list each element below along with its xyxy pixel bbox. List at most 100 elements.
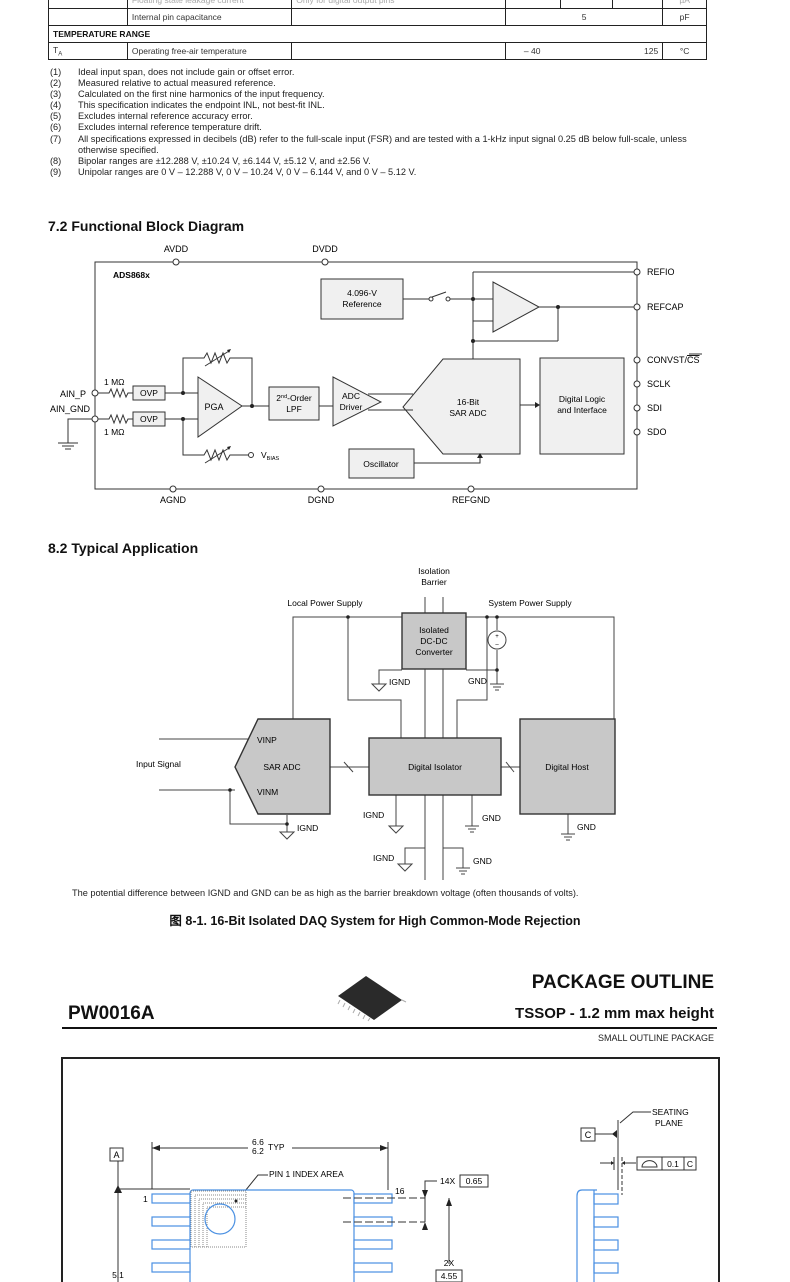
digital-logic-block — [539, 357, 625, 455]
table-row: Floating state leakage current Only for … — [48, 0, 707, 9]
note-item: (2)Measured relative to actual measured … — [50, 78, 710, 89]
dcdc-label-2: DC-DC — [420, 636, 447, 646]
device-boundary — [94, 261, 638, 490]
typ-cell: 5 — [504, 8, 664, 26]
sar-adc-block — [402, 358, 521, 455]
functional-block-diagram: AVDD DVDD ADS868x 4.096-V Reference REFI… — [50, 244, 702, 505]
note-item: (5) Excludes internal reference accuracy … — [50, 111, 710, 122]
pin-refgnd-label: REFGND — [452, 495, 491, 505]
dcdc-converter-block — [401, 612, 467, 670]
symbol-cell — [48, 0, 128, 9]
figure-caption: 图 8-1. 16-Bit Isolated DAQ System for Hi… — [169, 914, 581, 928]
table-row: TA Operating free-air temperature – 40 1… — [48, 42, 707, 60]
note-number: (5) — [50, 111, 62, 122]
symbol-cell — [48, 8, 128, 26]
max-cell — [612, 0, 664, 9]
flatness-callout: 0.1 C — [636, 1156, 697, 1171]
section-heading-typical-application: 8.2 Typical Application — [48, 540, 199, 556]
package-body — [189, 1189, 355, 1282]
pitch-value: 0.65 — [466, 1176, 483, 1186]
figure-note: The potential difference between IGND an… — [72, 888, 579, 898]
pin-refio-label: REFIO — [647, 267, 675, 277]
oscillator-block — [348, 448, 415, 479]
typ-cell — [559, 0, 614, 9]
table-section-header: TEMPERATURE RANGE — [48, 25, 707, 43]
svg-text:–: – — [495, 642, 499, 648]
pin-sclk-label: SCLK — [647, 379, 671, 389]
min-max-cell: – 40 125 — [504, 42, 664, 60]
note-item: (6)Excludes internal reference temperatu… — [50, 122, 710, 133]
pin-dgnd — [317, 485, 325, 493]
unit-cell: pF — [662, 8, 707, 26]
conditions-cell: Only for digital output pins — [291, 0, 506, 9]
note-number: (4) — [50, 100, 62, 111]
input-signal-label: Input Signal — [136, 759, 181, 769]
note-number: (2) — [50, 78, 62, 89]
pin1-index-label: PIN 1 INDEX AREA — [269, 1169, 344, 1179]
note-text: Calculated on the first nine harmonics o… — [78, 89, 325, 100]
reference-label: 4.096-V — [347, 288, 377, 298]
pin-ain-gnd — [91, 415, 99, 423]
note-item: (7)All specifications expressed in decib… — [50, 134, 710, 156]
parameter-cell: Floating state leakage current — [126, 0, 293, 9]
dcdc-label: Isolated — [419, 625, 449, 635]
reference-switch — [403, 291, 493, 302]
digital-isolator-label: Digital Isolator — [408, 762, 462, 772]
pin-avdd — [172, 258, 180, 266]
resistor-label-gnd: 1 MΩ — [104, 427, 125, 437]
pin-sdo-label: SDO — [647, 427, 667, 437]
vinm-label: VINM — [257, 787, 278, 797]
min-cell — [504, 0, 561, 9]
pin-dgnd-label: DGND — [308, 495, 335, 505]
isolation-barrier-label-2: Barrier — [421, 577, 447, 587]
local-supply-label: Local Power Supply — [287, 598, 363, 608]
note-text: All specifications expressed in decibels… — [78, 133, 687, 155]
symbol-text: T — [53, 44, 59, 55]
pitch-count: 14X — [440, 1176, 455, 1186]
pga-block — [197, 376, 243, 438]
package-chip-icon — [337, 976, 407, 1022]
note-text: Unipolar ranges are 0 V – 12.288 V, 0 V … — [78, 166, 417, 177]
ignd-label: IGND — [297, 823, 318, 833]
digital-logic-label: Digital Logic — [559, 394, 606, 404]
lpf-label: 2nd-Order — [276, 393, 312, 403]
gnd-label: GND — [482, 813, 501, 823]
note-item: (9)Unipolar ranges are 0 V – 12.288 V, 0… — [50, 167, 710, 178]
note-text: Excludes internal reference accuracy err… — [78, 111, 253, 122]
datum-c-label: C — [585, 1130, 592, 1140]
digital-isolator-block — [368, 737, 502, 796]
spec-table: Floating state leakage current Only for … — [48, 0, 707, 60]
side-view-body — [576, 1189, 619, 1282]
table-notes: (1)Ideal input span, does not include ga… — [50, 67, 710, 178]
device-name: ADS868x — [113, 270, 150, 280]
span-value: 4.55 — [441, 1271, 458, 1281]
pin-16-label: 16 — [395, 1186, 405, 1196]
pin-sdi-label: SDI — [647, 403, 662, 413]
sar-adc-label: 16-Bit — [457, 397, 480, 407]
symbol-subscript: A — [58, 51, 63, 58]
ignd-label: IGND — [389, 677, 410, 687]
width-min: 6.2 — [252, 1146, 264, 1156]
reference-buffer — [492, 281, 541, 333]
section-heading-block-diagram: 7.2 Functional Block Diagram — [48, 218, 245, 234]
unit-cell: °C — [662, 42, 707, 60]
sar-adc-block — [234, 718, 331, 815]
note-item: (3)Calculated on the first nine harmonic… — [50, 89, 710, 100]
pitch-box — [459, 1174, 489, 1188]
body-dimension: 5.1 — [112, 1270, 124, 1280]
digital-host-label: Digital Host — [545, 762, 589, 772]
divider — [62, 1027, 717, 1029]
lpf-label-2: LPF — [286, 404, 302, 414]
pin1-index-area — [190, 1190, 247, 1248]
pin-agnd-label: AGND — [160, 495, 187, 505]
pin-convst-label: CONVST/CS — [647, 355, 700, 365]
package-id: PW0016A — [68, 1003, 155, 1024]
pin-dvdd-label: DVDD — [312, 244, 338, 254]
reference-label-2: Reference — [342, 299, 381, 309]
note-text: Bipolar ranges are ±12.288 V, ±10.24 V, … — [78, 155, 371, 166]
sar-adc-label: SAR ADC — [263, 762, 300, 772]
note-number: (6) — [50, 122, 62, 133]
vinp-label: VINP — [257, 735, 277, 745]
symbol-cell: TA — [48, 42, 128, 60]
conditions-cell — [291, 8, 506, 26]
